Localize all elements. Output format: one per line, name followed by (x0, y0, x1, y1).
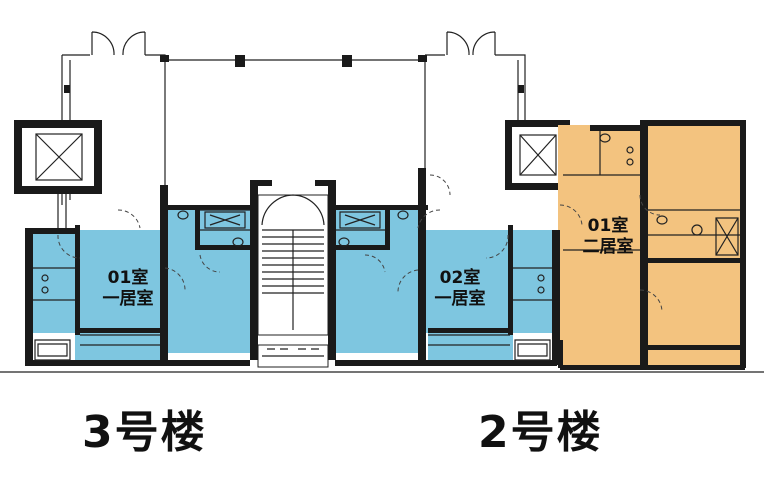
elevator-icon (14, 120, 102, 194)
walls (25, 120, 746, 370)
unit-label-2-01: 01室 二居室 (568, 216, 648, 258)
unit-layout: 一居室 (102, 289, 154, 309)
unit-number: 01室 (107, 268, 149, 288)
building-label-2: 2号楼 (478, 407, 603, 458)
building-label-3: 3号楼 (82, 407, 207, 458)
toilet-icon (232, 224, 703, 247)
unit-number: 02室 (439, 268, 481, 288)
unit-2-01-rooms (558, 125, 744, 365)
unit-layout: 二居室 (582, 237, 634, 257)
door-swing-icon (91, 31, 496, 56)
sink-icon (177, 133, 739, 256)
door-swing-icon (57, 174, 663, 313)
unit-number: 01室 (587, 216, 629, 236)
terrace-outline (61, 54, 526, 205)
unit-label-3-02: 02室 一居室 (420, 268, 500, 310)
unit-label-3-01: 01室 一居室 (88, 268, 168, 310)
stair-icon (257, 194, 329, 336)
stove-icon (41, 146, 634, 294)
unit-layout: 一居室 (434, 289, 486, 309)
partitions (33, 131, 740, 361)
